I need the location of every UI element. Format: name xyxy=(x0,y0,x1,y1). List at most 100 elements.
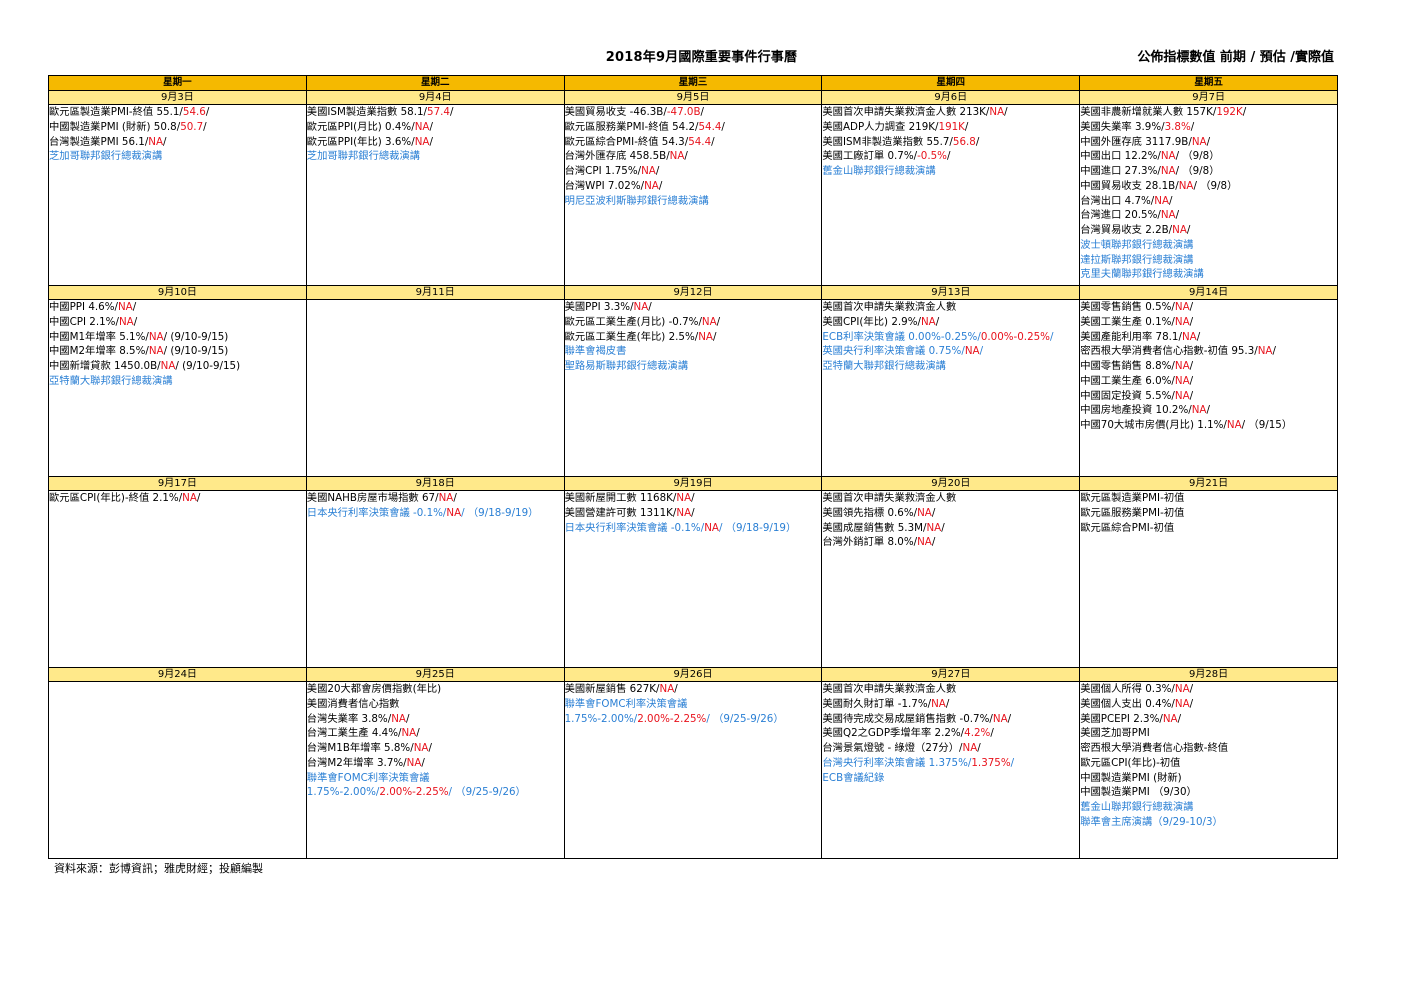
event-item: 克里夫蘭聯邦銀行總裁演講 xyxy=(1080,267,1337,282)
event-item: 台灣WPI 7.02%/NA/ xyxy=(565,179,822,194)
event-speech-text: / xyxy=(1010,756,1015,769)
event-value: NA xyxy=(1160,165,1176,177)
event-text: 美國NAHB房屋市場指數 67/ xyxy=(306,492,439,504)
event-value: NA xyxy=(1174,315,1190,328)
event-item: 美國零售銷售 0.5%/NA/ xyxy=(1080,300,1337,315)
event-item: 台灣CPI 1.75%/NA/ xyxy=(565,164,822,179)
event-item: 歐元區工業生產(月比) -0.7%/NA/ xyxy=(565,315,822,330)
event-text: 台灣製造業PMI 56.1/ xyxy=(49,135,149,148)
event-text: / xyxy=(1189,683,1194,695)
event-text: / xyxy=(674,683,678,695)
event-text: 中國製造業PMI (財新) 50.8/ xyxy=(49,120,181,133)
date-label: 9月25日 xyxy=(305,667,565,682)
event-text: 台灣失業率 3.8%/ xyxy=(306,712,392,725)
value-legend: 公佈指標數值 前期 / 預估 /實際值 xyxy=(1137,50,1334,65)
event-item: 台灣貿易收支 2.2B/NA/ xyxy=(1080,223,1337,238)
weekday-header-tue: 星期二 xyxy=(305,75,565,91)
event-item: 中國M2年增率 8.5%/NA/ (9/10-9/15) xyxy=(49,344,306,359)
event-item: 美國PCEPI 2.3%/NA/ xyxy=(1080,712,1337,727)
event-text: / (9/10-9/15) xyxy=(163,345,229,358)
day-cell: 美國PPI 3.3%/NA/歐元區工業生產(月比) -0.7%/NA/歐元區工業… xyxy=(563,299,823,477)
date-label: 9月19日 xyxy=(563,476,823,491)
event-item: 歐元區工業生產(年比) 2.5%/NA/ xyxy=(565,330,822,345)
date-label: 9月6日 xyxy=(821,90,1081,105)
event-value: -47.0B xyxy=(666,106,701,118)
date-label: 9月24日 xyxy=(48,667,307,682)
event-speech-text: 聯準會FOMC利率決策會議 1.75%-2.00%/ xyxy=(564,697,688,725)
event-text: 歐元區工業生產(年比) 2.5%/ xyxy=(564,330,699,343)
event-speech-text: / （9/18-9/19） xyxy=(718,521,797,534)
event-item: 美國失業率 3.9%/3.8%/ xyxy=(1080,120,1337,135)
event-text: / （9/8） xyxy=(1193,179,1238,192)
event-value: NA xyxy=(669,150,685,163)
event-item: 舊金山聯邦銀行總裁演講 xyxy=(822,164,1079,179)
event-text: 密西根大學消費者信心指數-初值 95.3/ xyxy=(1080,345,1258,358)
date-label: 9月27日 xyxy=(821,667,1081,682)
day-cell: 美國NAHB房屋市場指數 67/NA/日本央行利率決策會議 -0.1%/NA/ … xyxy=(305,490,565,668)
day-cell xyxy=(305,299,565,477)
event-item: 歐元區綜合PMI-終值 54.3/54.4/ xyxy=(565,135,822,150)
weekday-header-thu: 星期四 xyxy=(821,75,1081,91)
event-text: / (9/10-9/15) xyxy=(163,330,229,343)
event-item: 美國新屋開工數 1168K/NA/ xyxy=(565,491,822,506)
event-text: 歐元區製造業PMI-初值 xyxy=(1080,492,1185,504)
event-text: 美國消費者信心指數 xyxy=(306,697,400,710)
event-item: 中國CPI 2.1%/NA/ xyxy=(49,315,306,330)
event-text: / xyxy=(1190,120,1195,133)
date-label: 9月21日 xyxy=(1079,476,1338,491)
event-value: NA xyxy=(701,315,717,328)
event-value: NA xyxy=(1226,419,1242,431)
event-text: 美國產能利用率 78.1/ xyxy=(1080,330,1182,343)
day-cell: 美國首次申請失業救濟金人數美國領先指標 0.6%/NA/美國成屋銷售數 5.3M… xyxy=(821,490,1081,668)
event-item: 台灣進口 20.5%/NA/ xyxy=(1080,208,1337,223)
event-value: -0.5% xyxy=(917,150,947,163)
event-item: ECB利率決策會議 0.00%-0.25%/0.00%-0.25%/ xyxy=(822,330,1079,345)
event-item: 聯準會FOMC利率決策會議 1.75%-2.00%/2.00%-2.25%/ （… xyxy=(565,697,822,727)
event-text: 中國CPI 2.1%/ xyxy=(49,315,119,328)
event-text: 台灣進口 20.5%/ xyxy=(1080,209,1161,222)
event-text: / xyxy=(1189,301,1194,313)
event-text: 中國70大城市房價(月比) 1.1%/ xyxy=(1080,419,1227,431)
event-text: 歐元區CPI(年比)-終值 2.1%/ xyxy=(49,492,183,504)
day-cell: 美國首次申請失業救濟金人數美國耐久財訂單 -1.7%/NA/美國待完成交易成屋銷… xyxy=(821,681,1081,859)
event-text: 中國M2年增率 8.5%/ xyxy=(49,345,149,358)
event-text: 美國個人支出 0.4%/ xyxy=(1080,697,1175,710)
event-item: 美國待完成交易成屋銷售指數 -0.7%/NA/ xyxy=(822,712,1079,727)
event-item: 亞特蘭大聯邦銀行總裁演講 xyxy=(822,359,1079,374)
event-text: 中國貿易收支 28.1B/ xyxy=(1080,179,1179,192)
event-value: NA xyxy=(964,345,980,358)
event-item: 美國芝加哥PMI xyxy=(1080,726,1337,741)
event-text: / xyxy=(416,727,420,740)
event-text: / xyxy=(1206,135,1211,148)
event-value: NA xyxy=(406,756,422,769)
event-text: 美國營建許可數 1311K/ xyxy=(564,506,677,519)
event-text: / （9/8） xyxy=(1175,150,1220,163)
event-text: / （9/8） xyxy=(1175,165,1220,177)
event-text: / xyxy=(1206,404,1210,417)
event-text: 中國房地產投資 10.2%/ xyxy=(1080,404,1192,417)
event-item: 台灣M2年增率 3.7%/NA/ xyxy=(307,756,564,771)
event-text: 歐元區CPI(年比)-初值 xyxy=(1080,756,1181,769)
event-text: 美國CPI(年比) 2.9%/ xyxy=(822,315,921,328)
event-value: 192K xyxy=(1216,106,1243,118)
event-item: 日本央行利率決策會議 -0.1%/NA/ （9/18-9/19） xyxy=(307,506,564,521)
event-text: / xyxy=(1177,712,1182,725)
event-value: NA xyxy=(644,179,659,192)
event-text: 歐元區工業生產(月比) -0.7%/ xyxy=(564,315,702,328)
event-item: 中國房地產投資 10.2%/NA/ xyxy=(1080,403,1337,418)
event-text: 台灣景氣燈號 - 綠燈（27分）/ xyxy=(822,742,963,754)
event-value: NA xyxy=(676,506,692,519)
event-text: 歐元區PPI(月比) 0.4%/ xyxy=(306,120,415,133)
event-value: NA xyxy=(1174,360,1190,372)
event-item: 美國CPI(年比) 2.9%/NA/ xyxy=(822,315,1079,330)
date-label: 9月10日 xyxy=(48,285,307,300)
events-row: 中國PPI 4.6%/NA/中國CPI 2.1%/NA/中國M1年增率 5.1%… xyxy=(48,299,1338,477)
event-value: NA xyxy=(160,360,176,372)
event-speech-text: 亞特蘭大聯邦銀行總裁演講 xyxy=(822,360,946,372)
date-label: 9月26日 xyxy=(563,667,823,682)
event-text: / xyxy=(1189,360,1194,372)
event-value: NA xyxy=(1160,209,1176,222)
event-value: NA xyxy=(1191,404,1207,417)
events-row: 歐元區CPI(年比)-終值 2.1%/NA/美國NAHB房屋市場指數 67/NA… xyxy=(48,490,1338,668)
